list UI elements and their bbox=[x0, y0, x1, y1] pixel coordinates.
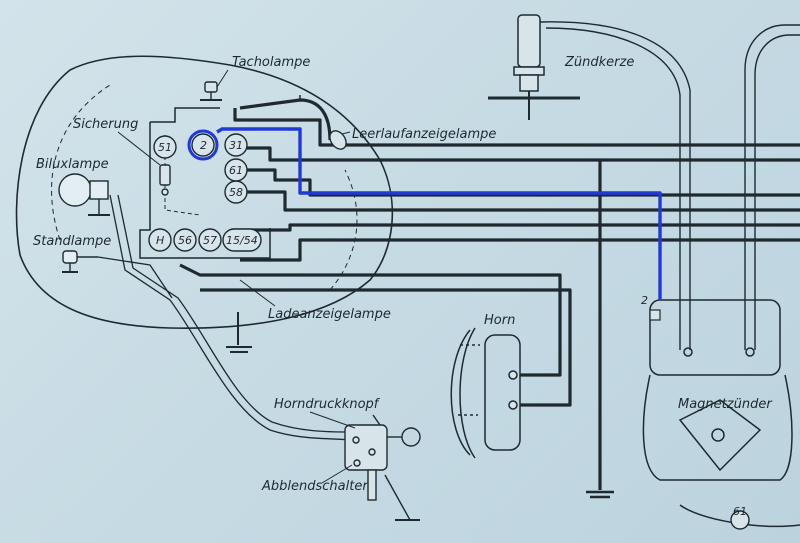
label-abblendschalter: Abblendschalter bbox=[261, 479, 369, 494]
leader-lines bbox=[117, 131, 356, 484]
label-biluxlampe: Biluxlampe bbox=[36, 157, 109, 172]
terminal-block bbox=[139, 95, 301, 259]
handlebar-cable bbox=[97, 194, 351, 441]
terminal-58: 58 bbox=[229, 186, 243, 199]
terminal-h: H bbox=[156, 234, 164, 247]
terminal-labels: 51 2 31 61 58 H 56 57 15/54 61 bbox=[156, 139, 747, 518]
label-sicherung: Sicherung bbox=[73, 117, 138, 132]
wiring-harness bbox=[179, 98, 800, 490]
label-zuendkerze: Zündkerze bbox=[564, 55, 634, 70]
magneto-body bbox=[642, 299, 800, 528]
label-horn: Horn bbox=[484, 313, 515, 328]
terminal-15-54: 15/54 bbox=[226, 234, 258, 247]
spark-plug bbox=[488, 14, 580, 120]
lade-ground bbox=[226, 312, 252, 353]
terminal-57: 57 bbox=[203, 234, 217, 247]
terminals bbox=[148, 133, 750, 530]
terminal-51: 51 bbox=[158, 141, 172, 154]
leerlauf-lamp bbox=[329, 130, 351, 150]
label-ladeanzeige: Ladeanzeigelampe bbox=[268, 307, 391, 322]
tacholampe bbox=[200, 69, 229, 101]
switch-assembly bbox=[344, 414, 421, 521]
magneto-terminal-2: 2 bbox=[641, 294, 661, 321]
terminal-61-bottom: 61 bbox=[733, 505, 747, 518]
label-horndruckknopf: Horndruckknopf bbox=[274, 397, 381, 412]
headlamp-inner-arcs bbox=[51, 84, 358, 291]
labels: Tacholampe Zündkerze Sicherung Leerlaufa… bbox=[33, 55, 773, 494]
magneto-terminal-2-label: 2 bbox=[641, 294, 648, 307]
fuse bbox=[159, 164, 171, 196]
terminal-2: 2 bbox=[200, 139, 207, 152]
horn bbox=[450, 327, 521, 459]
label-leerlauf: Leerlaufanzeigelampe bbox=[352, 127, 496, 142]
harness-ground bbox=[586, 490, 614, 499]
label-tacholampe: Tacholampe bbox=[232, 55, 310, 70]
label-magnetzuender: Magnetzünder bbox=[678, 397, 773, 412]
terminal-56: 56 bbox=[178, 234, 192, 247]
bilux-lamp bbox=[58, 173, 110, 216]
label-standlampe: Standlampe bbox=[33, 234, 111, 249]
terminal-31: 31 bbox=[229, 139, 243, 152]
terminal-61: 61 bbox=[229, 164, 243, 177]
highlighted-wire bbox=[187, 127, 662, 300]
spark-plug-lead bbox=[539, 21, 691, 350]
terminal-block-dashes bbox=[164, 135, 201, 216]
coil-loops bbox=[744, 24, 800, 350]
standlampe bbox=[62, 250, 98, 273]
